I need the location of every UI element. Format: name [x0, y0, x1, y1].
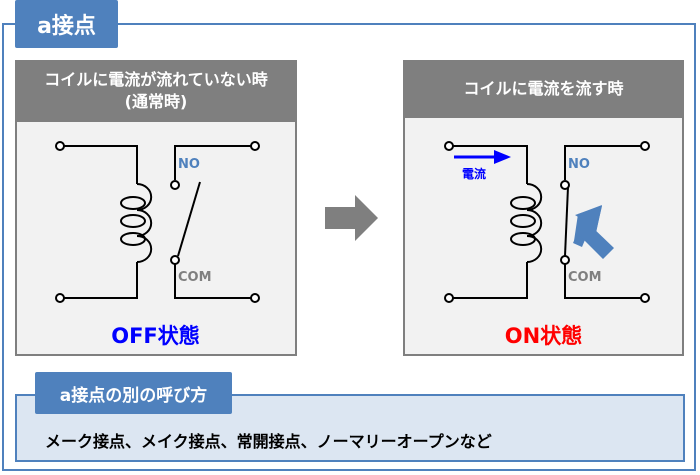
off-state: OFF状態 [111, 324, 200, 348]
alt-names-text: メーク接点、メイク接点、常開接点、ノーマリーオープンなど [45, 432, 492, 451]
off-no-label: NO [178, 157, 200, 172]
current-label: 電流 [462, 167, 487, 181]
transition-arrow-icon [325, 195, 378, 241]
off-header-line1: コイルに電流が流れていない時 [44, 70, 268, 89]
on-panel-header: コイルに電流を流す時 [403, 60, 684, 118]
on-state: ON状態 [504, 324, 583, 348]
on-com-label: COM [568, 270, 602, 285]
off-header-line2: (通常時) [124, 92, 188, 111]
alt-names-box [15, 394, 685, 462]
off-com-label: COM [178, 270, 212, 285]
on-header: コイルに電流を流す時 [463, 79, 624, 98]
off-panel-header: コイルに電流が流れていない時 (通常時) [15, 60, 297, 122]
title-tab: a接点 [15, 0, 118, 48]
outer-frame [2, 23, 696, 471]
current-arrow-icon [454, 150, 511, 164]
on-circuit [444, 141, 650, 303]
off-circuit [55, 141, 260, 303]
alt-names-tab: a接点の別の呼び方 [35, 372, 232, 414]
on-no-label: NO [568, 157, 590, 172]
push-arrow-icon-body [574, 205, 614, 259]
